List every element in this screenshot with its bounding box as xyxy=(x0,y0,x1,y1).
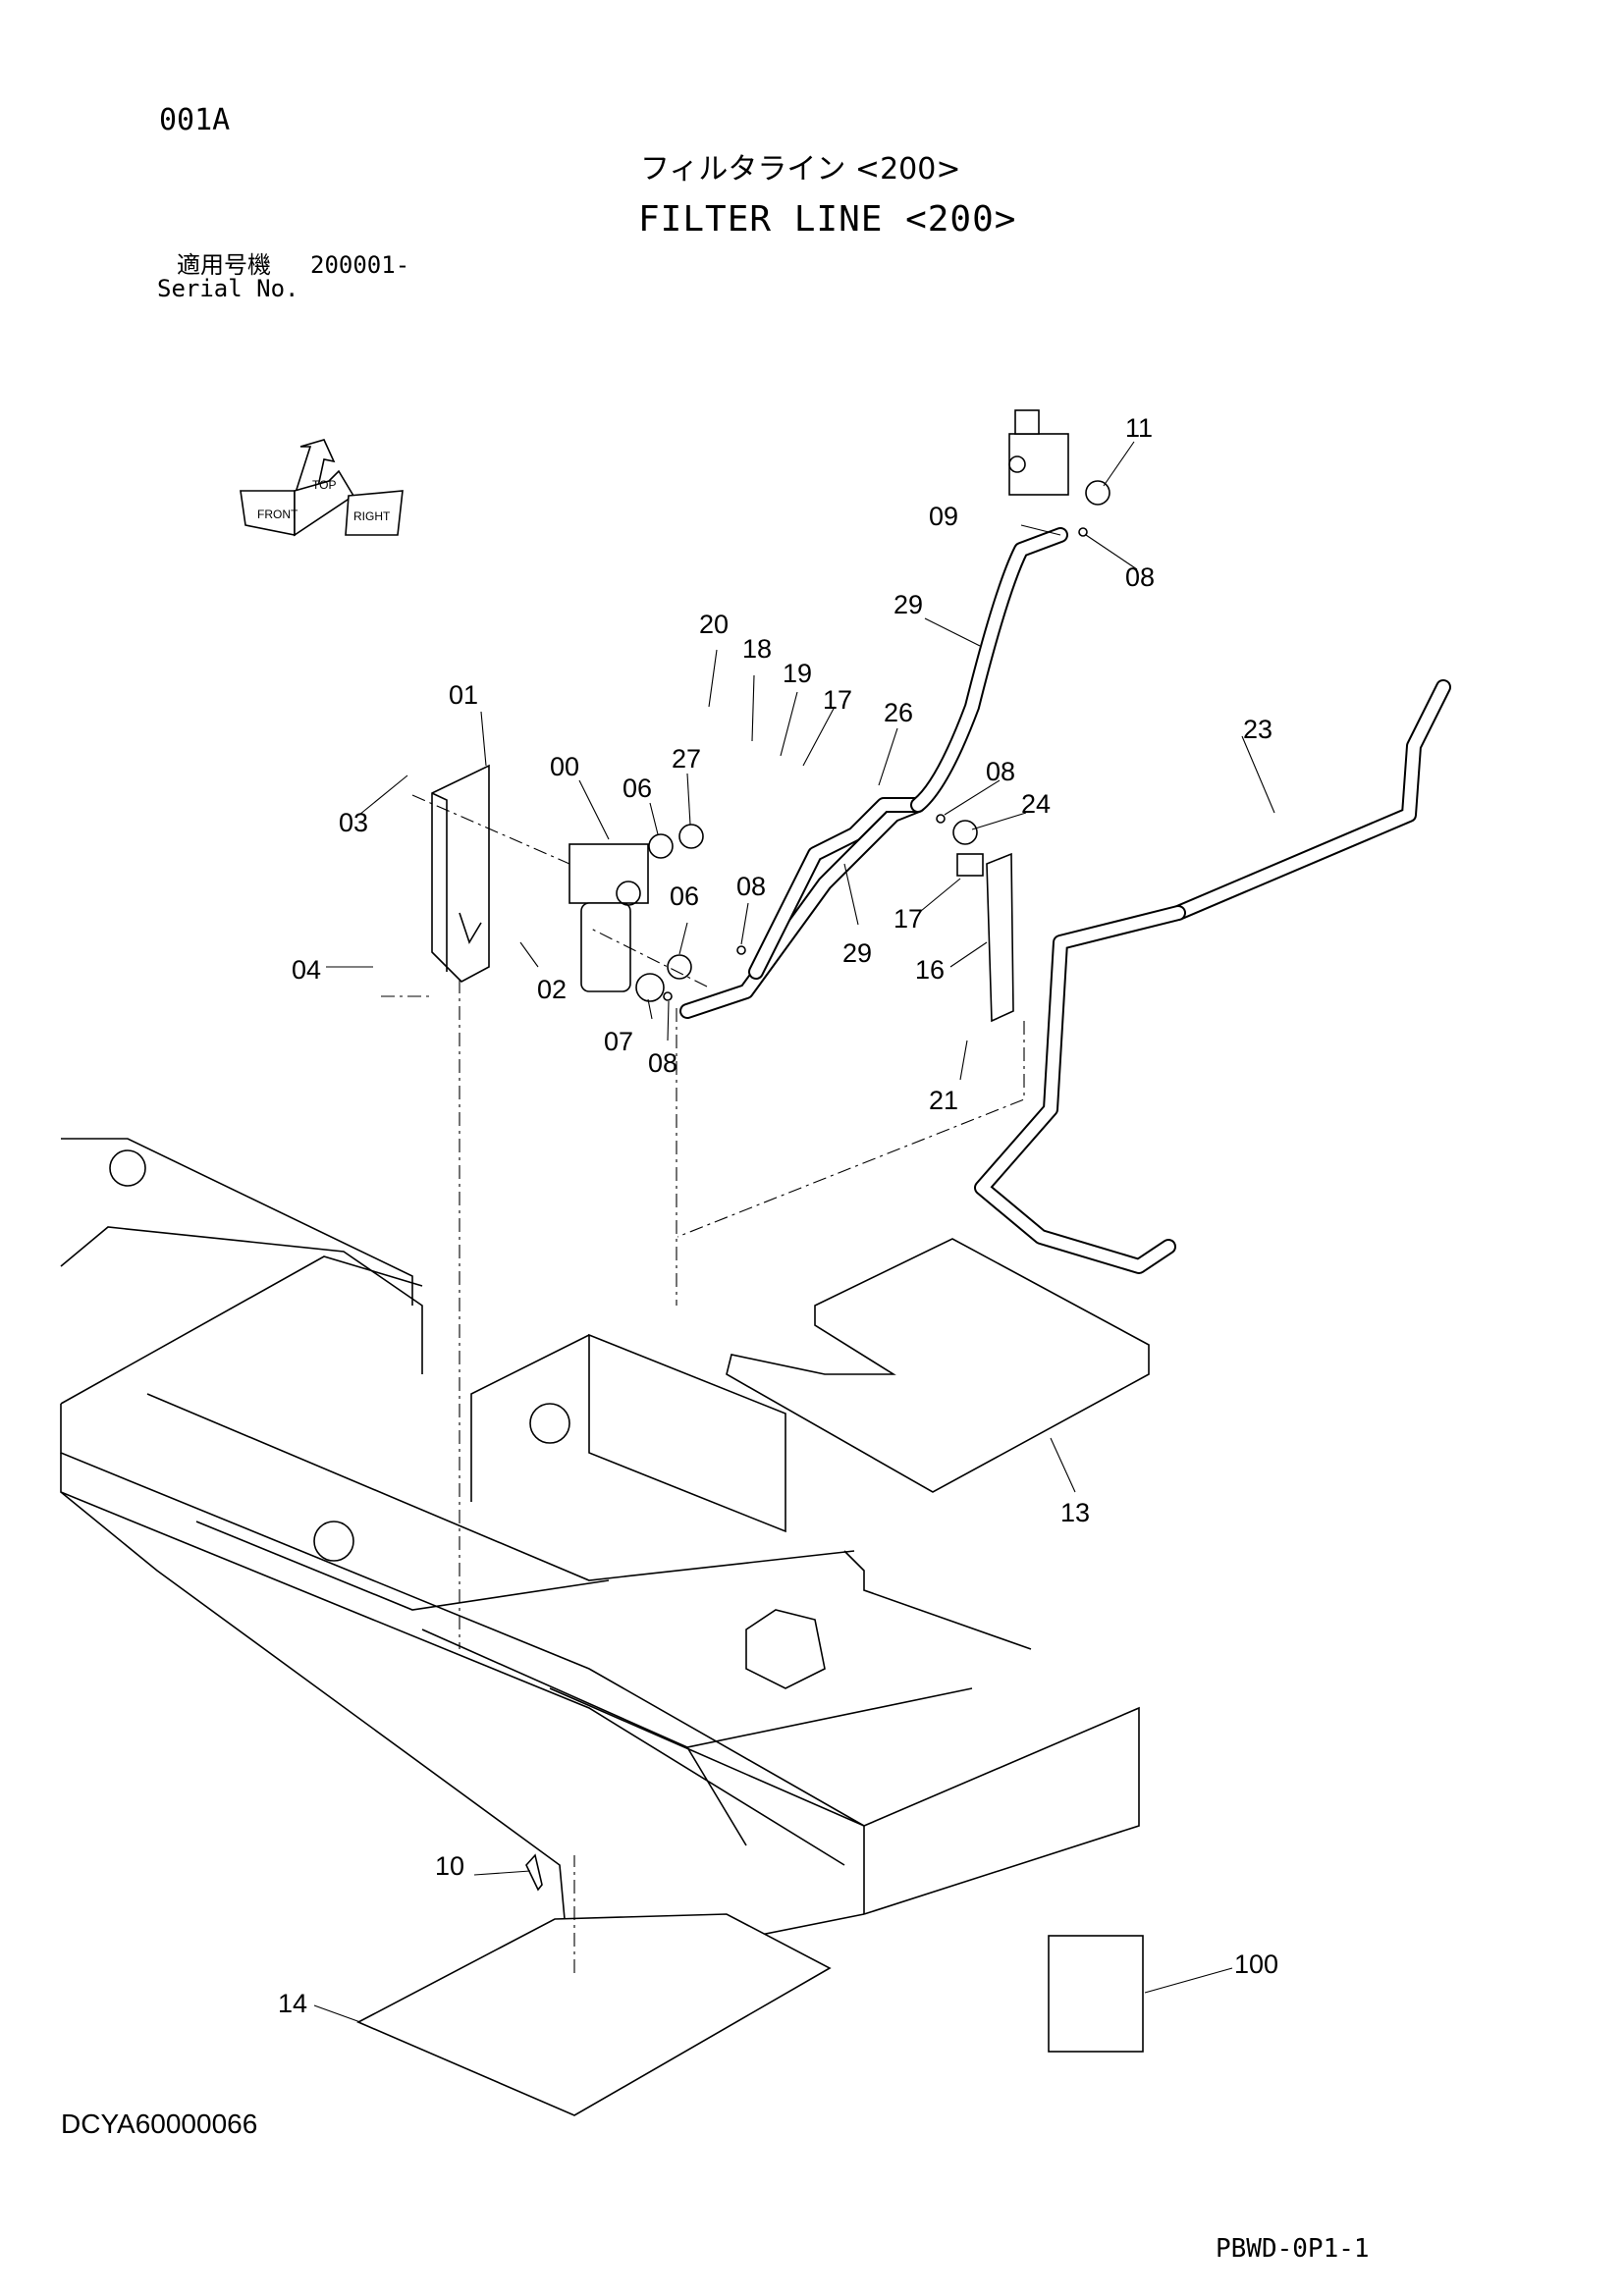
callout-19: 19 xyxy=(783,659,812,688)
callout-17-lower: 17 xyxy=(893,904,923,934)
filter-part-00 xyxy=(568,843,649,992)
valve-part-11 xyxy=(1008,409,1069,496)
cover-part-13 xyxy=(726,1238,1150,1493)
part-10 xyxy=(525,1853,543,1892)
title-japanese: フィルタライン <200> xyxy=(640,152,961,187)
callout-16: 16 xyxy=(915,955,945,985)
callout-29-lower: 29 xyxy=(842,938,872,968)
callout-18: 18 xyxy=(742,634,772,664)
callout-03: 03 xyxy=(339,808,368,837)
part-100-document xyxy=(1048,1935,1144,2053)
callout-00: 00 xyxy=(550,752,579,781)
callout-labels: 03 01 04 02 00 06 27 06 07 08 20 18 19 1… xyxy=(278,413,1278,2018)
callout-08-lower-left: 08 xyxy=(648,1048,677,1078)
callout-08-top: 08 xyxy=(1125,562,1155,592)
callout-13: 13 xyxy=(1060,1498,1090,1527)
callout-02: 02 xyxy=(537,975,567,1004)
callout-08-right: 08 xyxy=(986,757,1015,786)
leader-lines xyxy=(313,441,1275,2023)
callout-21: 21 xyxy=(929,1086,958,1115)
title-english: FILTER LINE <200> xyxy=(638,199,1017,240)
callout-06-lower: 06 xyxy=(670,881,699,911)
callout-27: 27 xyxy=(672,744,701,774)
callout-10: 10 xyxy=(435,1851,464,1881)
bracket-part-01 xyxy=(431,764,490,983)
assembly-guide-lines xyxy=(381,794,1025,1973)
callout-20: 20 xyxy=(699,610,729,639)
callout-01: 01 xyxy=(449,680,478,710)
serial-number-value: 200001- xyxy=(310,251,410,279)
callout-29-upper: 29 xyxy=(893,590,923,619)
callout-07: 07 xyxy=(604,1027,633,1056)
callout-09: 09 xyxy=(929,502,958,531)
plate-part-14 xyxy=(356,1913,832,2116)
orientation-arrow-icon: FRONT TOP RIGHT xyxy=(240,439,404,537)
serial-label-japanese: 適用号機 xyxy=(177,251,271,279)
callout-08-middle: 08 xyxy=(736,872,766,901)
hose-lines xyxy=(679,527,1451,1274)
callout-06-upper: 06 xyxy=(623,774,652,803)
page-code: 001A xyxy=(159,103,231,137)
orientation-right-label: RIGHT xyxy=(353,509,391,523)
page-reference: PBWD-0P1-1 xyxy=(1216,2234,1370,2264)
callout-11: 11 xyxy=(1125,413,1153,443)
callout-14: 14 xyxy=(278,1989,307,2018)
callout-23: 23 xyxy=(1243,715,1272,744)
callout-26: 26 xyxy=(884,698,913,727)
callout-100: 100 xyxy=(1234,1949,1278,1979)
callout-17-upper: 17 xyxy=(823,685,852,715)
bracket-part-16 xyxy=(956,852,1014,1023)
orientation-top-label: TOP xyxy=(312,478,336,492)
drawing-id: DCYA60000066 xyxy=(61,2109,258,2139)
fittings-group xyxy=(635,480,1110,1002)
callout-04: 04 xyxy=(292,955,321,985)
callout-24: 24 xyxy=(1021,789,1051,819)
serial-label-english: Serial No. xyxy=(157,275,299,302)
orientation-front-label: FRONT xyxy=(257,507,298,521)
